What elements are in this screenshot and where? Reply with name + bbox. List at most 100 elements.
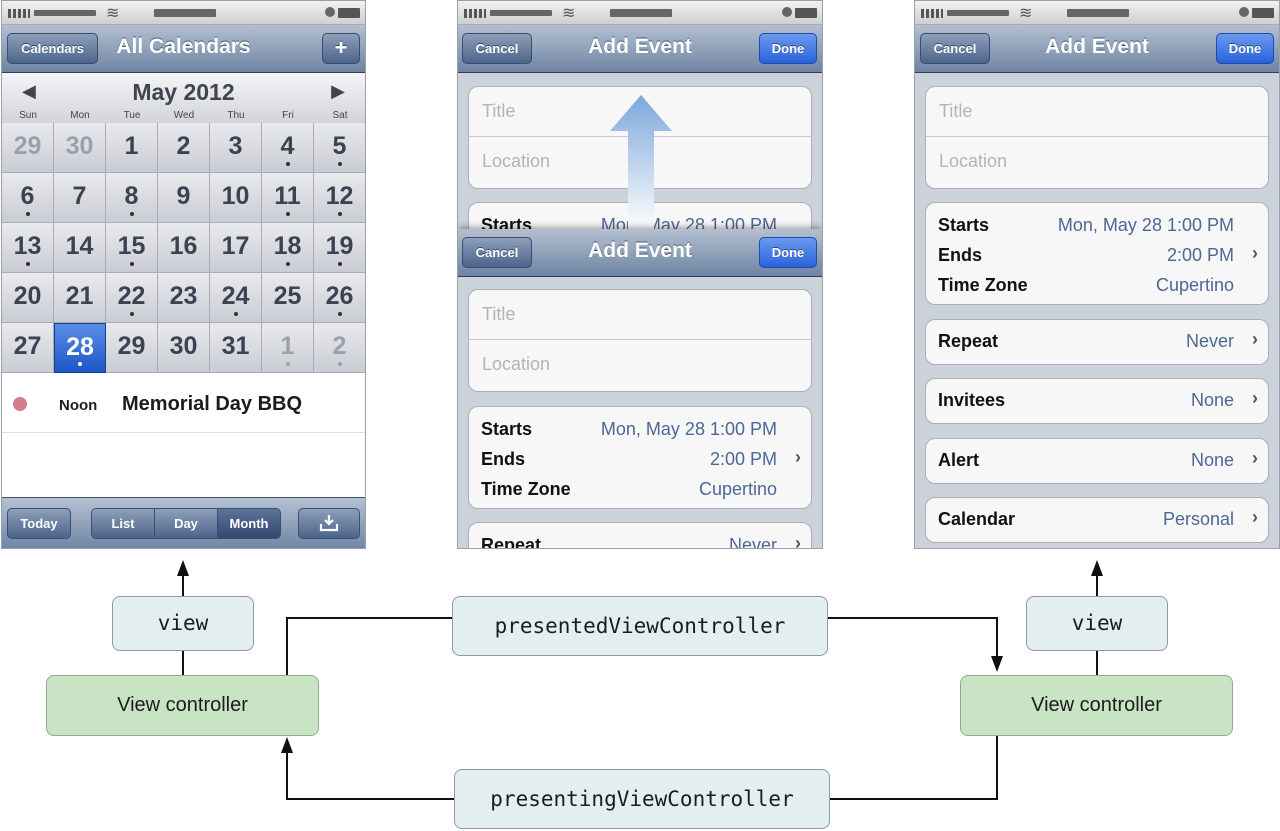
view-mode-segmented-control: List Day Month <box>91 508 281 539</box>
battery-icon <box>338 8 360 18</box>
right-view-controller-box: View controller <box>960 675 1233 736</box>
event-indicator-dot-icon <box>337 212 342 216</box>
calendar-value: Personal <box>1162 509 1234 529</box>
repeat-label: Repeat <box>481 535 542 549</box>
calendar-day[interactable]: 19 <box>314 223 365 273</box>
calendar-day[interactable]: 1 <box>262 323 314 373</box>
chevron-right-icon: › <box>1252 243 1258 263</box>
calendar-day[interactable]: 30 <box>158 323 210 373</box>
calendar-day[interactable]: 13 <box>2 223 54 273</box>
title-row[interactable]: Title <box>469 290 811 340</box>
day-number: 13 <box>13 232 42 260</box>
calendar-day[interactable]: 1 <box>106 123 158 173</box>
calendar-day[interactable]: 20 <box>2 273 54 323</box>
done-button[interactable]: Done <box>1216 33 1274 64</box>
cancel-button[interactable]: Cancel <box>462 237 532 268</box>
calendar-day[interactable]: 4 <box>262 123 314 173</box>
calendar-day[interactable]: 22 <box>106 273 158 323</box>
calendars-button[interactable]: Calendars <box>7 33 98 64</box>
calendar-day[interactable]: 25 <box>262 273 314 323</box>
arrow-to-calendar-screen <box>177 560 189 576</box>
title-row[interactable]: Title <box>926 87 1268 137</box>
ends-value: 2:00 PM <box>1166 245 1234 265</box>
done-button[interactable]: Done <box>759 237 817 268</box>
connector-line <box>1096 651 1098 675</box>
segment-month[interactable]: Month <box>218 509 280 538</box>
calendar-day[interactable]: 12 <box>314 173 365 223</box>
cancel-button[interactable]: Cancel <box>920 33 990 64</box>
calendar-day[interactable]: 7 <box>54 173 106 223</box>
done-button[interactable]: Done <box>759 33 817 64</box>
calendar-day[interactable]: 14 <box>54 223 106 273</box>
calendar-day[interactable]: 5 <box>314 123 365 173</box>
calendar-day[interactable]: 16 <box>158 223 210 273</box>
next-month-icon[interactable]: ▶ <box>331 81 345 101</box>
day-number: 6 <box>20 182 35 210</box>
segment-day[interactable]: Day <box>155 509 218 538</box>
calendar-day[interactable]: 8 <box>106 173 158 223</box>
calendar-group[interactable]: Calendar Personal › <box>925 497 1269 543</box>
location-placeholder: Location <box>482 354 551 374</box>
wifi-icon: ≋ <box>106 5 120 22</box>
starts-value: Mon, May 28 1:00 PM <box>1057 215 1234 235</box>
add-button[interactable]: + <box>322 33 360 64</box>
calendar-day[interactable]: 27 <box>2 323 54 373</box>
time-group[interactable]: Starts Mon, May 28 1:00 PM Ends 2:00 PM … <box>468 406 812 509</box>
calendar-day[interactable]: 29 <box>106 323 158 373</box>
starts-label: Starts <box>481 419 533 439</box>
calendar-day[interactable]: 24 <box>210 273 262 323</box>
alert-group[interactable]: Alert None › <box>925 438 1269 484</box>
calendar-day[interactable]: 17 <box>210 223 262 273</box>
day-number: 4 <box>280 132 295 160</box>
calendar-day[interactable]: 15 <box>106 223 158 273</box>
weekday-label: Sat <box>332 110 348 121</box>
repeat-group[interactable]: Repeat Never › <box>925 319 1269 365</box>
right-view-box: view <box>1026 596 1168 651</box>
calendar-day[interactable]: 3 <box>210 123 262 173</box>
invitees-group[interactable]: Invitees None › <box>925 378 1269 424</box>
calendar-day[interactable]: 18 <box>262 223 314 273</box>
location-row[interactable]: Location <box>469 340 811 390</box>
left-view-controller-box: View controller <box>46 675 319 736</box>
event-row[interactable]: Noon Memorial Day BBQ <box>2 377 365 433</box>
calendar-day[interactable]: 11 <box>262 173 314 223</box>
event-indicator-dot-icon <box>285 262 290 266</box>
title-placeholder: Title <box>482 304 516 324</box>
calendar-day[interactable]: 2 <box>314 323 365 373</box>
location-row[interactable]: Location <box>926 137 1268 187</box>
repeat-group[interactable]: Repeat Never › <box>468 522 812 549</box>
day-number: 2 <box>176 132 191 160</box>
calendar-day[interactable]: 6 <box>2 173 54 223</box>
calendar-day[interactable]: 31 <box>210 323 262 373</box>
repeat-value: Never <box>728 535 777 549</box>
calendar-day[interactable]: 29 <box>2 123 54 173</box>
calendar-day[interactable]: 26 <box>314 273 365 323</box>
download-tray-icon[interactable] <box>298 508 360 539</box>
calendar-label: Calendar <box>938 509 1016 529</box>
presented-connector <box>828 617 998 619</box>
calendar-day[interactable]: 9 <box>158 173 210 223</box>
day-number: 17 <box>221 232 250 260</box>
day-number: 29 <box>117 332 146 360</box>
calendar-day[interactable]: 10 <box>210 173 262 223</box>
day-number: 16 <box>169 232 198 260</box>
calendar-day[interactable]: 2 <box>158 123 210 173</box>
presenting-connector <box>286 752 288 800</box>
location-row[interactable]: Location <box>469 137 811 187</box>
prev-month-icon[interactable]: ◀ <box>22 81 36 101</box>
cancel-button[interactable]: Cancel <box>462 33 532 64</box>
add-event-transition-screen: ≋ Cancel Add Event Done Title Location S… <box>457 0 823 549</box>
segment-list[interactable]: List <box>92 509 155 538</box>
calendar-day[interactable]: 30 <box>54 123 106 173</box>
navigation-bar: Cancel Add Event Done <box>458 25 822 73</box>
event-list: Noon Memorial Day BBQ <box>2 377 365 499</box>
day-number: 3 <box>228 132 243 160</box>
presenting-connector <box>286 798 454 800</box>
time-group[interactable]: Starts Mon, May 28 1:00 PM Ends 2:00 PM … <box>925 202 1269 305</box>
today-button[interactable]: Today <box>7 508 71 539</box>
calendar-day-selected[interactable]: 28 <box>54 323 106 373</box>
calendar-day[interactable]: 21 <box>54 273 106 323</box>
day-number: 7 <box>72 182 87 210</box>
calendar-day[interactable]: 23 <box>158 273 210 323</box>
day-number: 11 <box>274 182 301 210</box>
